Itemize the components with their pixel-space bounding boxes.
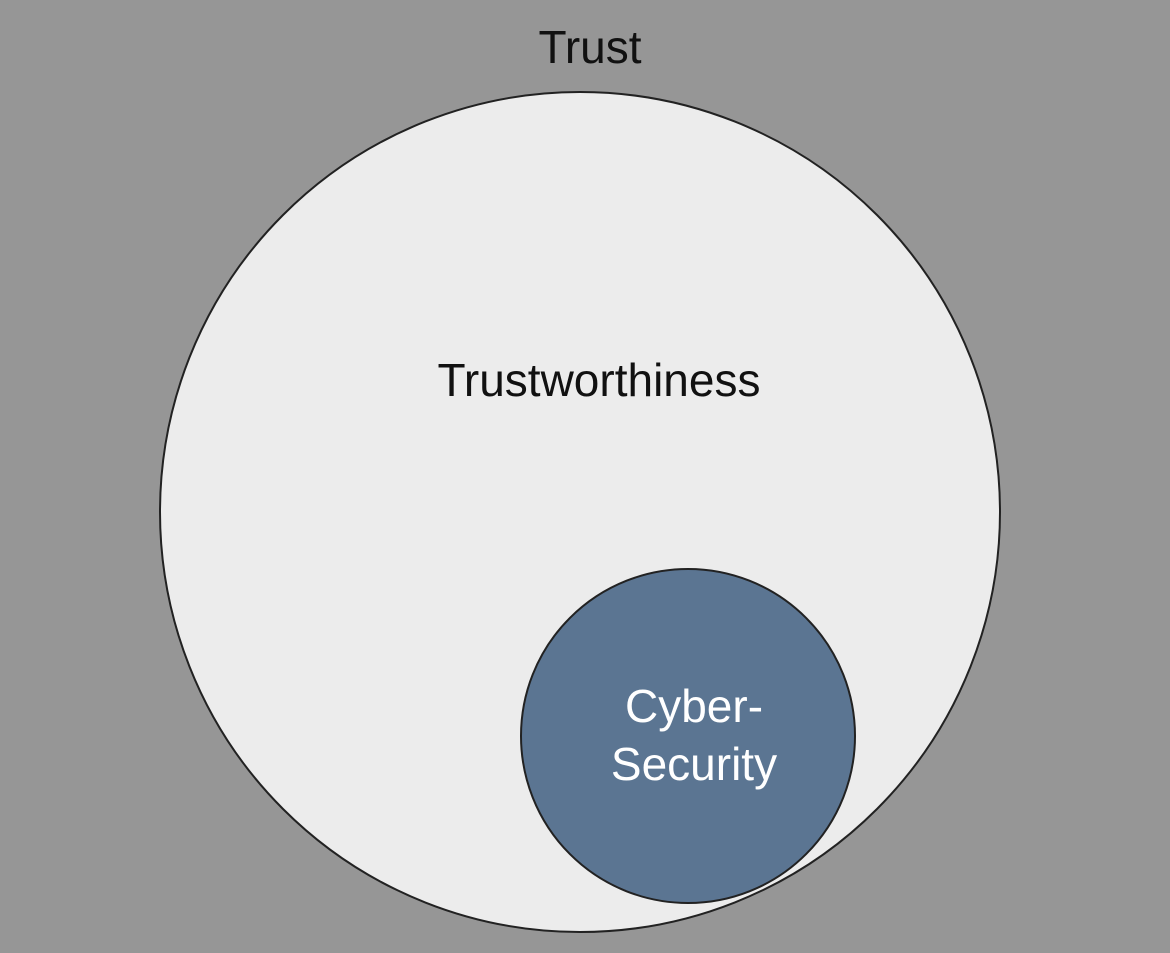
cybersecurity-circle — [520, 568, 856, 904]
trust-label: Trust — [538, 21, 641, 73]
cybersecurity-label-line-2: Security — [611, 738, 777, 790]
cybersecurity-label-line-1: Cyber- — [625, 680, 763, 732]
trustworthiness-label: Trustworthiness — [438, 354, 761, 406]
